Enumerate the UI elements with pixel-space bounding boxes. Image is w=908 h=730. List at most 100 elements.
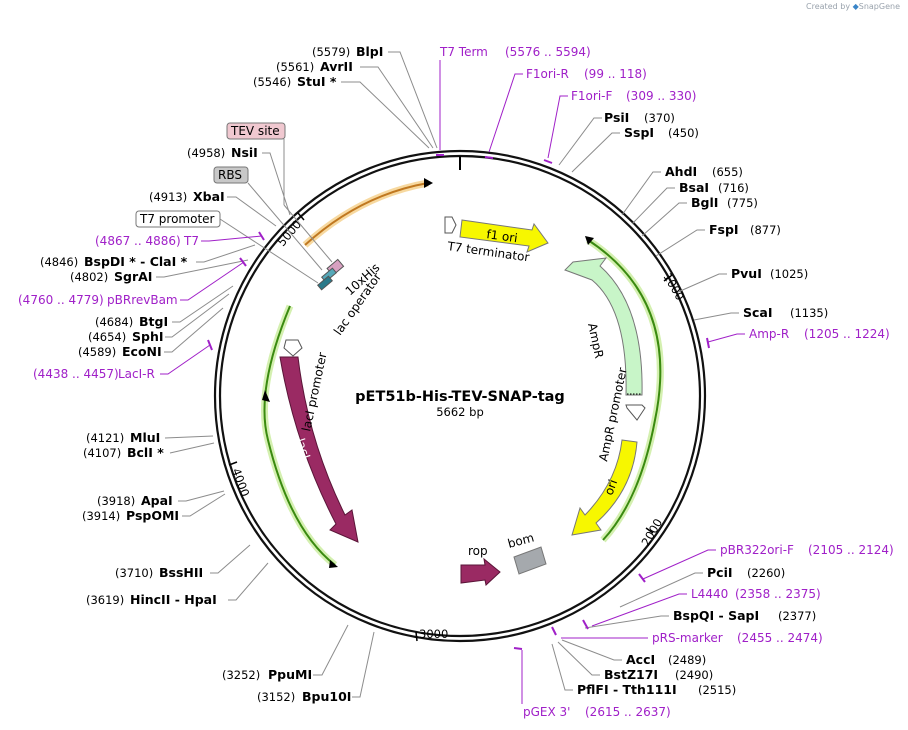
enzyme-nsii[interactable]: (4958) NsiI bbox=[187, 145, 258, 160]
ampr-promoter-arrow[interactable] bbox=[625, 404, 646, 421]
primer-f1ori-f[interactable]: F1ori-F (309 .. 330) bbox=[571, 89, 696, 103]
enzyme-mlui-name: MluI bbox=[130, 430, 160, 445]
t7-promoter-tag[interactable]: T7 promoter bbox=[135, 210, 221, 228]
enzyme-bstz17i-name: BstZ17I bbox=[604, 667, 658, 682]
enzyme-avrii[interactable]: (5561) AvrII bbox=[276, 59, 353, 74]
primer-laci-r[interactable]: (4438 .. 4457) LacI-R bbox=[33, 367, 155, 381]
enzyme-fspi[interactable]: FspI (877) bbox=[709, 222, 781, 237]
enzyme-xbai-lead bbox=[227, 196, 277, 227]
primer-prs-marker[interactable]: pRS-marker (2455 .. 2474) bbox=[652, 631, 823, 645]
enzyme-ppumi-pos: (3252) bbox=[222, 668, 260, 682]
enzyme-bgli-lead bbox=[641, 202, 687, 237]
enzyme-mlui-lead bbox=[164, 435, 214, 439]
enzyme-stui-lead bbox=[341, 81, 430, 149]
enzyme-mlui[interactable]: (4121) MluI bbox=[86, 430, 160, 445]
enzyme-apai[interactable]: (3918) ApaI bbox=[97, 493, 173, 508]
enzyme-bsshii-pos: (3710) bbox=[115, 566, 153, 580]
enzyme-btgi[interactable]: (4684) BtgI bbox=[95, 314, 168, 329]
enzyme-pspomi-name: PspOMI bbox=[126, 508, 179, 523]
enzyme-acci-lead bbox=[561, 639, 622, 661]
enzyme-hincii-pos: (3619) bbox=[86, 593, 124, 607]
ori-label: ori bbox=[602, 478, 620, 497]
primer-t7-lead bbox=[201, 235, 263, 242]
enzyme-bspdi[interactable]: (4846) BspDI * - ClaI * bbox=[40, 254, 188, 269]
primer-amp-r[interactable]: Amp-R (1205 .. 1224) bbox=[749, 327, 890, 341]
orf-arc-laci-head2 bbox=[262, 390, 270, 402]
enzyme-bpu10i-lead bbox=[352, 631, 375, 698]
tick-3000: 3000 bbox=[419, 627, 448, 641]
primer-l4440[interactable]: L4440 (2358 .. 2375) bbox=[691, 587, 821, 601]
ori-feature[interactable] bbox=[571, 439, 638, 536]
primer-t7-term[interactable]: T7 Term (5576 .. 5594) bbox=[439, 45, 591, 59]
enzyme-bpu10i[interactable]: (3152) Bpu10I bbox=[257, 689, 351, 704]
f1-ori-feature[interactable] bbox=[459, 219, 549, 253]
rop-feature[interactable] bbox=[460, 557, 501, 586]
enzyme-acci[interactable]: AccI (2489) bbox=[626, 652, 706, 667]
ampr-feature[interactable] bbox=[564, 257, 643, 396]
enzyme-econi[interactable]: (4589) EcoNI bbox=[78, 344, 162, 359]
primer-f1ori-f-name: F1ori-F bbox=[571, 89, 612, 103]
primer-pgex3[interactable]: pGEX 3' (2615 .. 2637) bbox=[523, 705, 671, 719]
enzyme-xbai[interactable]: (4913) XbaI bbox=[149, 189, 225, 204]
enzyme-scai[interactable]: ScaI (1135) bbox=[743, 305, 828, 320]
enzyme-nsii-pos: (4958) bbox=[187, 146, 225, 160]
enzyme-ppumi-name: PpuMI bbox=[268, 667, 312, 682]
enzyme-pflfi[interactable]: PflFI - Tth111I (2515) bbox=[577, 682, 736, 697]
enzyme-bspdi-lead bbox=[196, 244, 256, 263]
enzyme-stui[interactable]: (5546) StuI * bbox=[253, 74, 337, 89]
tev-site-tag[interactable]: TEV site bbox=[226, 122, 286, 140]
enzyme-bstz17i[interactable]: BstZ17I (2490) bbox=[604, 667, 713, 682]
enzyme-sgrai[interactable]: (4802) SgrAI bbox=[70, 269, 152, 284]
enzyme-ahdi[interactable]: AhdI (655) bbox=[665, 164, 743, 179]
primer-l4440-lead bbox=[591, 593, 687, 627]
enzyme-bcli-pos: (4107) bbox=[83, 446, 121, 460]
enzyme-bspqi[interactable]: BspQI - SapI (2377) bbox=[673, 608, 816, 623]
enzyme-acci-pos: (2489) bbox=[668, 653, 706, 667]
laci-promoter-arrow[interactable] bbox=[283, 339, 303, 357]
enzyme-pcii[interactable]: PciI (2260) bbox=[707, 565, 785, 580]
enzyme-bsai-lead bbox=[631, 187, 675, 225]
primer-f1ori-f-lead bbox=[547, 95, 568, 159]
bom-feature[interactable] bbox=[513, 546, 547, 575]
primer-amp-r-range: (1205 .. 1224) bbox=[804, 327, 890, 341]
plasmid-length: 5662 bp bbox=[436, 405, 484, 419]
tick-1000-mark bbox=[663, 275, 672, 282]
enzyme-sphi-pos: (4654) bbox=[88, 330, 126, 344]
enzyme-blpi[interactable]: (5579) BlpI bbox=[312, 44, 383, 59]
enzyme-bspqi-name: BspQI - SapI bbox=[673, 608, 759, 623]
enzyme-pvui[interactable]: PvuI (1025) bbox=[731, 266, 808, 281]
enzyme-bsshii[interactable]: (3710) BssHII bbox=[115, 565, 203, 580]
enzyme-sphi[interactable]: (4654) SphI bbox=[88, 329, 164, 344]
primer-pbr322ori-f-lead bbox=[642, 549, 716, 580]
enzyme-econi-lead bbox=[164, 307, 224, 353]
enzyme-psii[interactable]: PsiI (370) bbox=[604, 110, 675, 125]
enzyme-pspomi-pos: (3914) bbox=[82, 509, 120, 523]
enzyme-bgli[interactable]: BglI (775) bbox=[691, 195, 758, 210]
enzyme-ppumi[interactable]: (3252) PpuMI bbox=[222, 667, 312, 682]
enzyme-stui-name: StuI * bbox=[297, 74, 337, 89]
enzyme-sgrai-name: SgrAI bbox=[114, 269, 152, 284]
orf-arc-laci-head bbox=[329, 560, 338, 568]
laci-feature[interactable] bbox=[279, 356, 359, 543]
enzyme-pflfi-name: PflFI - Tth111I bbox=[577, 682, 677, 697]
enzyme-pspomi[interactable]: (3914) PspOMI bbox=[82, 508, 179, 523]
enzyme-sspi[interactable]: SspI (450) bbox=[624, 125, 699, 140]
enzyme-hincii[interactable]: (3619) HincII - HpaI bbox=[86, 592, 217, 607]
credit-brand: SnapGene bbox=[858, 2, 900, 11]
enzyme-bsai[interactable]: BsaI (716) bbox=[679, 180, 749, 195]
enzyme-apai-lead bbox=[178, 490, 225, 502]
enzyme-avrii-lead bbox=[360, 66, 434, 149]
rbs-tag[interactable]: RBS bbox=[213, 166, 249, 184]
enzyme-bstz17i-pos: (2490) bbox=[675, 668, 713, 682]
enzyme-bcli[interactable]: (4107) BclI * bbox=[83, 445, 164, 460]
enzyme-pcii-lead bbox=[619, 572, 703, 608]
enzyme-psii-lead bbox=[558, 117, 602, 166]
lac-operator-feature[interactable] bbox=[317, 275, 333, 291]
primer-amp-r-name: Amp-R bbox=[749, 327, 789, 341]
primer-pbr322ori-f[interactable]: pBR322ori-F (2105 .. 2124) bbox=[720, 543, 894, 557]
primer-pbrrevbam[interactable]: (4760 .. 4779) pBRrevBam bbox=[18, 293, 178, 307]
primer-f1ori-r[interactable]: F1ori-R (99 .. 118) bbox=[526, 67, 647, 81]
primer-t7[interactable]: (4867 .. 4886) T7 bbox=[95, 234, 199, 248]
enzyme-econi-pos: (4589) bbox=[78, 345, 116, 359]
enzyme-pcii-name: PciI bbox=[707, 565, 733, 580]
